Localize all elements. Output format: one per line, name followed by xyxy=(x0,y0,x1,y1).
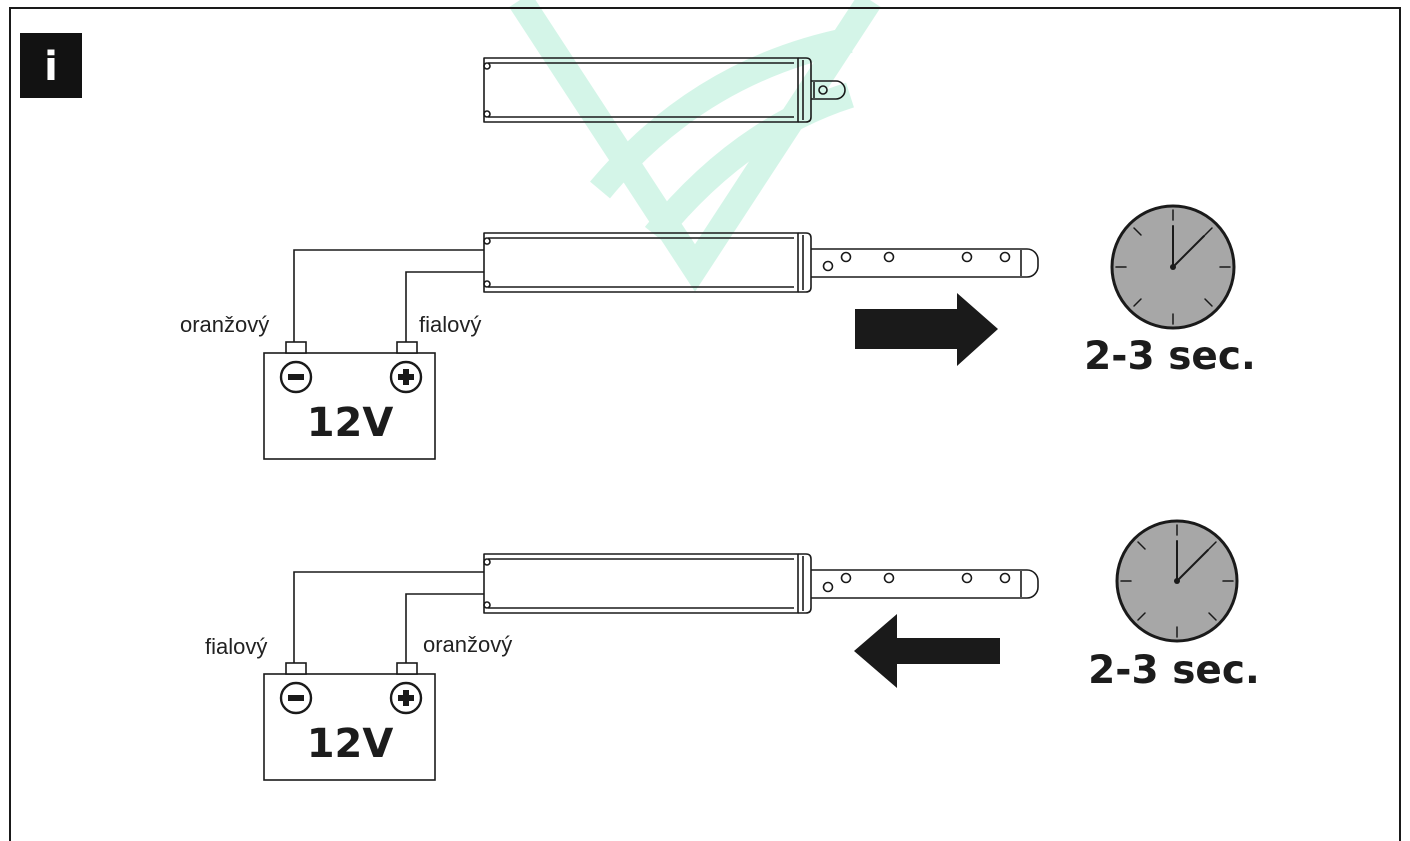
battery-icon: 12V xyxy=(263,662,436,781)
diagram-frame xyxy=(9,7,1401,841)
right-wire-label: oranžový xyxy=(423,632,512,657)
watermark-logo xyxy=(509,0,881,292)
duration-label: 2-3 sec. xyxy=(1088,648,1260,693)
info-letter: i xyxy=(44,44,58,90)
minus-terminal-icon xyxy=(279,360,313,394)
left-wire-label: fialový xyxy=(205,634,267,659)
battery-voltage: 12V xyxy=(307,721,394,767)
step-retract: fialový oranžový 12V xyxy=(205,519,1260,781)
right-wire-label: fialový xyxy=(419,312,481,337)
linear-actuator-icon xyxy=(483,57,846,123)
power-wires xyxy=(293,249,484,342)
battery-icon: 12V xyxy=(263,341,436,460)
power-wires xyxy=(293,571,484,664)
plus-terminal-icon xyxy=(389,681,423,715)
duration-label: 2-3 sec. xyxy=(1084,334,1256,379)
arrow-right-icon xyxy=(855,293,998,366)
clock-icon xyxy=(1115,519,1239,643)
clock-icon xyxy=(1110,204,1236,330)
battery-voltage: 12V xyxy=(307,400,394,446)
minus-terminal-icon xyxy=(279,681,313,715)
info-icon xyxy=(20,33,82,98)
arrow-left-icon xyxy=(854,614,1000,688)
info-badge: i xyxy=(20,33,82,98)
linear-actuator-icon xyxy=(483,553,1039,614)
plus-terminal-icon xyxy=(389,360,423,394)
linear-actuator-icon xyxy=(483,232,1039,293)
step-extend: oranžový fialový 12V xyxy=(180,204,1256,460)
left-wire-label: oranžový xyxy=(180,312,269,337)
